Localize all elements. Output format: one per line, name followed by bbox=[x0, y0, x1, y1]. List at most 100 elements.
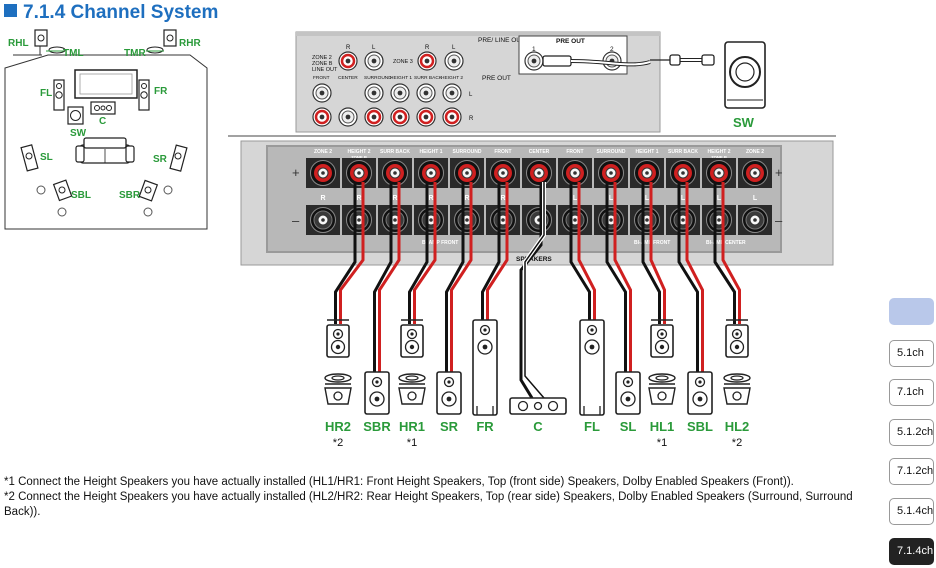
room-label-c: C bbox=[99, 116, 106, 127]
terminal-plus-9 bbox=[629, 157, 665, 189]
speaker-cables bbox=[334, 182, 741, 400]
room-label-tmr: TMR bbox=[124, 48, 146, 59]
terminal-minus-9 bbox=[629, 204, 665, 236]
speaker-label-sr: SR bbox=[440, 419, 459, 434]
room-label-fr: FR bbox=[154, 86, 168, 97]
sofa-icon bbox=[75, 137, 135, 164]
bi-amp-center-label: BI-AMP CENTER bbox=[706, 240, 746, 246]
terminal-minus-11 bbox=[701, 204, 737, 236]
sbr-speaker-icon bbox=[138, 179, 159, 202]
terminal-header-6: CENTER bbox=[529, 149, 550, 155]
terminal-plus-0 bbox=[305, 157, 341, 189]
room-label-sbr: SBR bbox=[119, 190, 141, 201]
sw-speaker-icon bbox=[67, 106, 84, 125]
terminal-header-8: SURROUND bbox=[597, 149, 626, 155]
room-label-sbl: SBL bbox=[71, 190, 91, 201]
terminal-header-9: HEIGHT 1 bbox=[635, 149, 658, 155]
rhr-speaker-icon bbox=[163, 29, 177, 47]
plus-sign-right: + bbox=[775, 165, 783, 180]
speaker-label-hl1: HL1 bbox=[650, 419, 675, 434]
tab-5-1-2ch[interactable]: 5.1.2ch bbox=[889, 419, 934, 446]
terminal-subheader-0: ZONE B bbox=[351, 155, 367, 160]
terminal-minus-2 bbox=[377, 204, 413, 236]
speaker-label-fl: FL bbox=[584, 419, 600, 434]
pre-out-center-jack bbox=[338, 107, 358, 127]
sw-pre-out-title: PRE OUT bbox=[556, 38, 585, 45]
plus-sign-left: + bbox=[292, 165, 300, 180]
room-label-rhl: RHL bbox=[8, 38, 29, 49]
terminal-header-10: SURR BACK bbox=[668, 149, 698, 155]
terminal-minus-12 bbox=[737, 204, 773, 236]
tab-5-1-4ch[interactable]: 5.1.4ch bbox=[889, 498, 934, 525]
zone2-l-jack bbox=[364, 51, 384, 71]
terminal-channel-12: L bbox=[753, 195, 758, 202]
terminal-plus-11 bbox=[701, 157, 737, 189]
pre-line-out-label: PRE/ LINE OUT bbox=[478, 37, 525, 44]
terminal-minus-3 bbox=[413, 204, 449, 236]
speaker-label-hl2: HL2 bbox=[725, 419, 750, 434]
sw-pre-out-port-2: 2 bbox=[610, 46, 614, 53]
speaker-label-hr1: HR1 bbox=[399, 419, 425, 434]
pre-out-col-height2: HEIGHT 2 bbox=[441, 75, 463, 81]
speaker-note-hr1: *1 bbox=[407, 437, 417, 449]
terminal-plus-5 bbox=[485, 157, 521, 189]
terminal-plus-4 bbox=[449, 157, 485, 189]
pre-out-l-label: L bbox=[469, 92, 473, 98]
title-square-icon bbox=[4, 4, 17, 17]
tab-blank[interactable] bbox=[889, 298, 934, 325]
speaker-sl-icon bbox=[615, 371, 641, 415]
terminal-channel-1: R bbox=[356, 195, 361, 202]
speaker-label-sbl: SBL bbox=[687, 419, 713, 434]
subwoofer-label: SW bbox=[733, 115, 755, 130]
room-label-tml: TML bbox=[63, 48, 84, 59]
tab-5-1ch[interactable]: 5.1ch bbox=[889, 340, 934, 367]
tab-7-1ch[interactable]: 7.1ch bbox=[889, 379, 934, 406]
pre-out-col-front: FRONT bbox=[313, 75, 330, 81]
pre-out-surround-l-jack bbox=[364, 83, 384, 103]
speaker-fl-icon bbox=[579, 319, 605, 416]
pre-out-height2-r-jack bbox=[441, 106, 463, 128]
bi-amp-front-label: BI-AMP FRONT bbox=[422, 240, 458, 246]
zone3-label: ZONE 3 bbox=[393, 59, 413, 65]
rhl-speaker-icon bbox=[34, 29, 48, 47]
pre-out-col-center: CENTER bbox=[338, 75, 358, 81]
terminal-channel-10: L bbox=[681, 195, 686, 202]
zone2-r-label: R bbox=[346, 45, 351, 51]
footnote-1: *1 Connect the Height Speakers you have … bbox=[4, 476, 794, 488]
speaker-sr-icon bbox=[436, 371, 462, 415]
terminal-minus-4 bbox=[449, 204, 485, 236]
minus-sign-right: – bbox=[775, 213, 783, 228]
footnote-2: *2 Connect the Height Speakers you have … bbox=[4, 491, 853, 518]
zone2-l-label: L bbox=[372, 45, 376, 51]
speaker-note-hl2: *2 bbox=[732, 437, 742, 449]
tab-7-1-4ch[interactable]: 7.1.4ch bbox=[889, 538, 934, 565]
pre-out-col-surrback: SURR BACK bbox=[414, 75, 443, 81]
speaker-sbl-icon bbox=[687, 371, 713, 415]
room-label-sl: SL bbox=[40, 152, 53, 163]
terminal-plus-12 bbox=[737, 157, 773, 189]
speaker-hl1-icon bbox=[648, 319, 676, 405]
fl-speaker-icon bbox=[53, 79, 65, 111]
room-label-fl: FL bbox=[40, 88, 52, 99]
pre-out-surrback-l-jack bbox=[416, 83, 436, 103]
sr-speaker-icon bbox=[169, 144, 188, 172]
speaker-label-fr: FR bbox=[476, 419, 494, 434]
sw-pre-out-1-jack bbox=[524, 51, 544, 71]
line-out-label: LINE OUT bbox=[312, 67, 338, 73]
zone3-l-label: L bbox=[452, 45, 456, 51]
terminal-minus-1 bbox=[341, 204, 377, 236]
speakers-label: SPEAKERS bbox=[516, 256, 552, 263]
terminal-header-3: HEIGHT 1 bbox=[419, 149, 442, 155]
room-label-sr: SR bbox=[153, 154, 168, 165]
room-label-rhr: RHR bbox=[179, 38, 201, 49]
terminal-plus-10 bbox=[665, 157, 701, 189]
subwoofer-icon bbox=[724, 41, 766, 109]
speaker-c-icon bbox=[509, 397, 567, 415]
speaker-label-c: C bbox=[533, 419, 543, 434]
tab-7-1-2ch[interactable]: 7.1.2ch bbox=[889, 458, 934, 485]
minus-sign-left: – bbox=[292, 213, 300, 228]
terminal-minus-5 bbox=[485, 204, 521, 236]
sl-speaker-icon bbox=[20, 144, 39, 172]
